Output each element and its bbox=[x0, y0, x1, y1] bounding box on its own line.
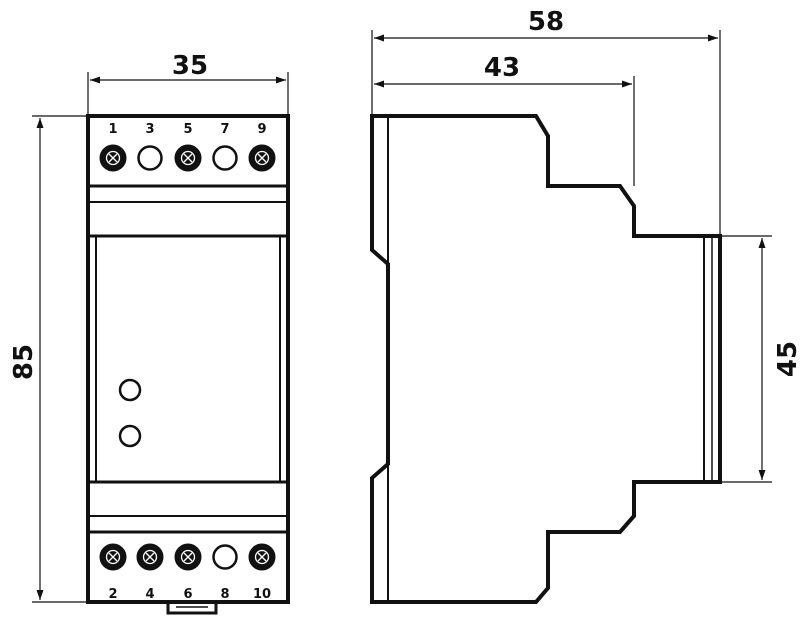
led-indicator-upper bbox=[118, 378, 142, 402]
screw-slot-icon bbox=[257, 153, 267, 163]
screw-slot-icon bbox=[183, 552, 193, 562]
screw-slot-icon bbox=[257, 552, 267, 562]
bottom-terminal-label: 2 bbox=[108, 587, 117, 602]
bottom-terminal-label: 6 bbox=[183, 587, 192, 602]
top-terminal-hole bbox=[137, 145, 163, 171]
front-housing-outline bbox=[86, 114, 290, 604]
screw-slot-icon bbox=[183, 153, 193, 163]
screw-ring-icon bbox=[142, 549, 158, 565]
screw-ring-icon bbox=[254, 549, 270, 565]
top-terminal-row: 1 3 5 7 9 bbox=[99, 122, 276, 172]
bottom-terminal-hole bbox=[212, 544, 238, 570]
rail-height-label: 45 bbox=[773, 341, 800, 377]
front-height-label: 85 bbox=[9, 344, 39, 380]
side-profile-outline bbox=[370, 114, 722, 604]
bottom-terminal-label: 4 bbox=[145, 587, 154, 602]
screw-slot-icon bbox=[108, 153, 118, 163]
top-terminal-hole bbox=[212, 145, 238, 171]
side-depth-front-label: 43 bbox=[484, 53, 520, 83]
screw-ring-icon bbox=[180, 150, 196, 166]
bottom-terminal-row: 2 4 6 8 10 bbox=[99, 543, 276, 602]
bottom-terminal-label: 10 bbox=[253, 587, 271, 602]
front-width-label: 35 bbox=[172, 51, 208, 81]
top-terminal-label: 9 bbox=[257, 122, 266, 137]
top-terminal-label: 3 bbox=[145, 122, 154, 137]
screw-ring-icon bbox=[254, 150, 270, 166]
top-terminal-label: 5 bbox=[183, 122, 192, 137]
screw-slot-icon bbox=[108, 552, 118, 562]
side-view: 58 43 45 bbox=[370, 7, 800, 604]
top-terminal-label: 7 bbox=[220, 122, 229, 137]
din-clip bbox=[166, 602, 218, 615]
side-depth-total-label: 58 bbox=[528, 7, 564, 37]
screw-ring-icon bbox=[105, 549, 121, 565]
screw-ring-icon bbox=[105, 150, 121, 166]
screw-slot-icon bbox=[145, 552, 155, 562]
top-terminal-label: 1 bbox=[108, 122, 117, 137]
screw-ring-icon bbox=[180, 549, 196, 565]
bottom-terminal-label: 8 bbox=[220, 587, 229, 602]
led-indicator-lower bbox=[118, 424, 142, 448]
